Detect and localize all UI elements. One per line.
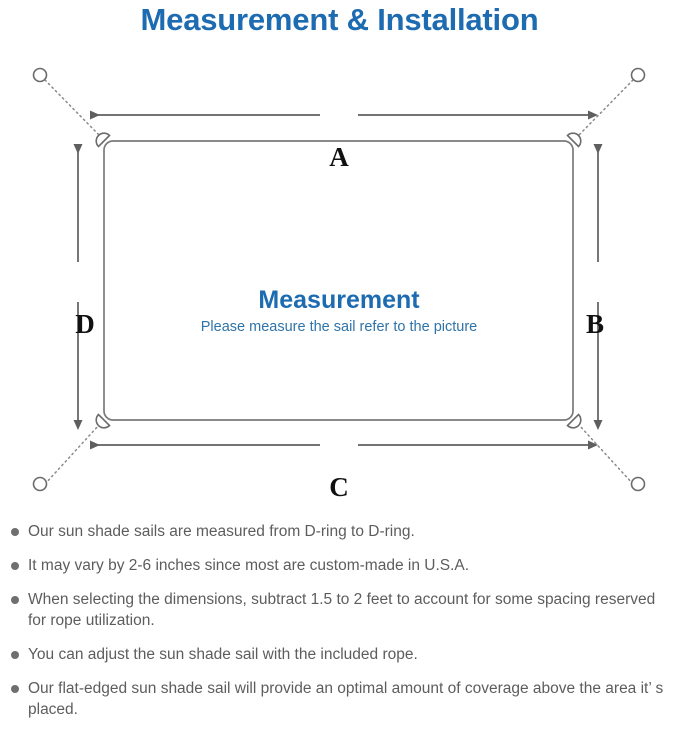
bullet-icon xyxy=(11,651,19,659)
anchor-point-top-left-icon xyxy=(32,67,48,83)
note-text: Our sun shade sails are measured from D-… xyxy=(28,523,415,540)
note-text: It may vary by 2-6 inches since most are… xyxy=(28,557,470,574)
notes-list: Our sun shade sails are measured from D-… xyxy=(0,521,679,733)
d-ring-bottom-right-icon xyxy=(566,413,582,429)
anchor-points xyxy=(32,67,646,492)
dimension-label-c: C xyxy=(329,472,349,502)
d-ring-bottom-left-icon xyxy=(95,413,111,429)
note-text: Our flat-edged sun shade sail will provi… xyxy=(28,680,664,718)
rope-lines xyxy=(44,79,634,485)
note-item: You can adjust the sun shade sail with t… xyxy=(0,644,679,665)
page-title: Measurement & Installation xyxy=(140,2,539,37)
note-item: Our sun shade sails are measured from D-… xyxy=(0,521,679,542)
d-rings xyxy=(95,132,582,429)
d-ring-top-left-icon xyxy=(95,132,111,148)
bullet-icon xyxy=(11,528,19,536)
diagram-svg xyxy=(32,67,646,492)
measurement-diagram: Measurement Please measure the sail refe… xyxy=(0,44,679,514)
bullet-icon xyxy=(11,562,19,570)
bullet-icon xyxy=(11,685,19,693)
dimension-label-d: D xyxy=(75,309,95,339)
dimension-label-b: B xyxy=(585,309,604,339)
note-item: Our flat-edged sun shade sail will provi… xyxy=(0,678,679,720)
rope-line-bottom-left xyxy=(44,424,100,485)
sail-body xyxy=(103,140,574,421)
dimension-arrows xyxy=(73,110,603,450)
rope-line-top-left xyxy=(44,79,100,136)
rope-line-top-right xyxy=(578,79,634,136)
d-ring-top-right-icon xyxy=(566,132,582,148)
anchor-point-bottom-left-icon xyxy=(32,476,48,492)
rope-line-bottom-right xyxy=(578,424,634,485)
dimension-label-a: A xyxy=(329,142,349,172)
note-text: You can adjust the sun shade sail with t… xyxy=(28,646,418,663)
note-item: It may vary by 2-6 inches since most are… xyxy=(0,555,679,576)
note-item: When selecting the dimensions, subtract … xyxy=(0,589,679,631)
anchor-point-top-right-icon xyxy=(630,67,646,83)
bullet-icon xyxy=(11,596,19,604)
note-text: When selecting the dimensions, subtract … xyxy=(28,591,656,629)
anchor-point-bottom-right-icon xyxy=(630,476,646,492)
